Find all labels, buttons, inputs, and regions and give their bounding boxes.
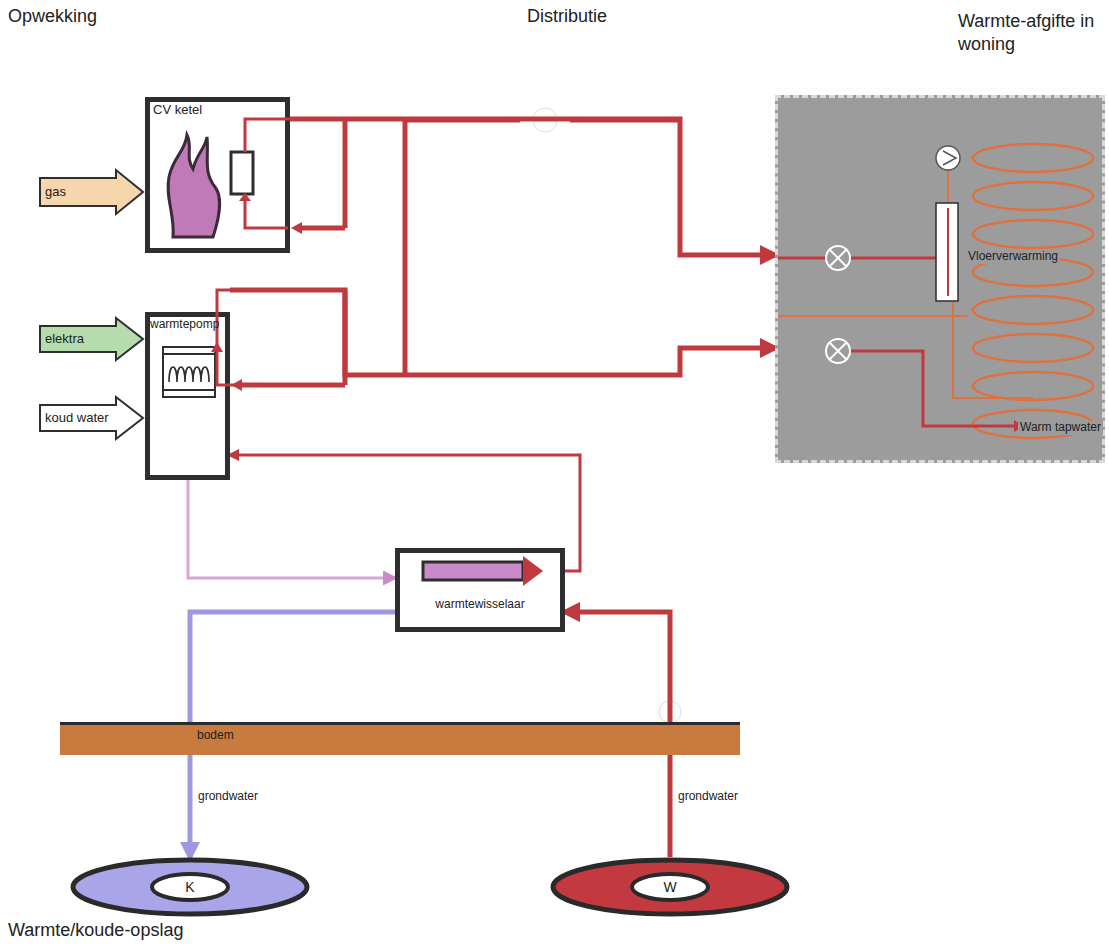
heatpump-coil — [169, 367, 209, 382]
dwelling-panel: Warmte-afgifte in woning — [775, 95, 1105, 463]
pipe — [217, 347, 245, 385]
heatpump-symbol — [163, 389, 215, 391]
floor-heating-coil — [973, 144, 1093, 172]
pipe — [850, 257, 936, 260]
box-border — [398, 551, 563, 630]
soil-band: bodem — [60, 722, 740, 755]
floor-heating-coil — [973, 182, 1093, 210]
pipe-connector — [188, 480, 395, 578]
storage-ring: W — [550, 857, 790, 917]
text-label: Vloerverwarming — [966, 250, 1060, 264]
boiler-box: CV ketel — [145, 97, 290, 253]
node-label: gas — [45, 185, 66, 200]
pump-symbol — [936, 146, 960, 170]
manifold — [936, 203, 958, 301]
storage-inner — [632, 874, 708, 900]
storage-ring: K — [70, 857, 310, 917]
heatpump-symbol — [163, 353, 215, 355]
floor-heating-coil — [973, 334, 1093, 362]
heatpump-symbol — [163, 347, 215, 397]
arrow-head — [239, 193, 251, 201]
floor-heating-coil — [973, 372, 1093, 400]
storage-outer — [73, 860, 307, 914]
heatpump-box: warmtepomp — [145, 312, 230, 480]
node-label: bodem — [197, 729, 234, 743]
distribution-pipes — [240, 117, 680, 385]
text-label: grondwater — [678, 790, 738, 804]
node-label: CV ketel — [153, 103, 202, 118]
exchanger-arrow — [523, 556, 543, 586]
storage-inner — [152, 874, 228, 900]
pipe — [850, 351, 1014, 426]
valve-symbol — [830, 343, 846, 359]
block-arrow — [40, 318, 143, 360]
block-arrow — [40, 170, 143, 214]
valve-symbol — [826, 246, 850, 270]
valve-symbol — [826, 339, 850, 363]
heat-exchanger-box: warmtewisselaar — [395, 548, 565, 632]
pipe — [778, 315, 968, 317]
text-label: Distributie — [527, 6, 607, 27]
node-label: K — [185, 879, 194, 895]
block-arrow — [40, 397, 143, 439]
burner-symbol — [231, 152, 253, 194]
pipe — [217, 290, 245, 347]
pipe — [778, 257, 826, 260]
floor-heating-coil — [973, 296, 1093, 324]
pipe — [245, 119, 290, 152]
valve-symbol — [830, 250, 846, 266]
node-label: warmtewisselaar — [435, 598, 524, 612]
pipe — [953, 298, 1033, 398]
node-label: elektra — [45, 332, 84, 347]
exchanger-tube — [423, 562, 523, 580]
input-arrow: gas — [38, 168, 145, 216]
shape-outline — [778, 98, 1102, 460]
node-label: Warmte-afgifte in woning — [958, 10, 1108, 55]
pipe — [245, 194, 288, 228]
soil-surface — [60, 722, 740, 725]
soil-fill — [60, 722, 740, 755]
pipe-connector — [230, 290, 775, 375]
storage-outer — [553, 860, 787, 914]
pump-symbol — [943, 151, 956, 165]
shape-outline — [145, 97, 290, 253]
shape-outline — [60, 722, 740, 755]
text-label: Warmte/koude-opslag — [8, 920, 183, 941]
input-arrow: koud water — [38, 395, 145, 441]
manifold — [947, 208, 949, 296]
box-border — [148, 100, 288, 251]
shape-outline — [395, 548, 565, 632]
input-arrow: elektra — [38, 316, 145, 362]
text-label: grondwater — [198, 790, 258, 804]
floor-heating-coil — [973, 220, 1093, 248]
node-label: W — [663, 879, 676, 895]
text-label: Warm tapwater — [1018, 421, 1103, 435]
pipe-connector — [290, 119, 775, 255]
text-label: Opwekking — [8, 6, 97, 27]
node-label: warmtepomp — [150, 318, 219, 332]
flame-symbol — [168, 135, 219, 237]
shape-outline — [145, 312, 230, 480]
node-label: koud water — [45, 411, 109, 426]
